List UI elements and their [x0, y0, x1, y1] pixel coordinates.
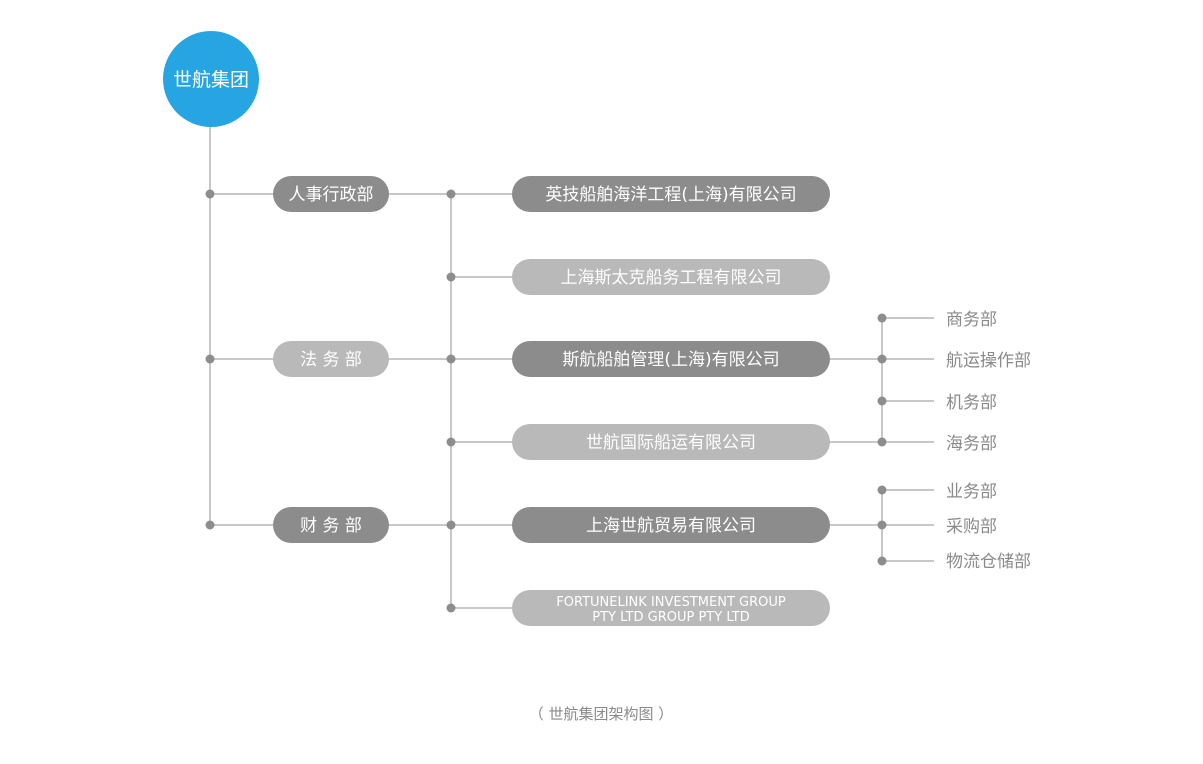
company-pill	[512, 176, 830, 212]
department-label: 法 务 部	[300, 350, 362, 370]
company-node-fortune: FORTUNELINK INVESTMENT GROUP PTY LTD GRO…	[512, 590, 830, 626]
company-label: 上海世航贸易有限公司	[586, 516, 756, 536]
dot	[446, 437, 456, 447]
trade-subdepartments: 业务部 采购部 物流仓储部	[946, 482, 1031, 572]
department-node-legal: 法 务 部	[273, 341, 389, 377]
company-label-line-1: FORTUNELINK INVESTMENT GROUP	[556, 595, 786, 610]
department-node-hr: 人事行政部	[273, 176, 389, 212]
company-node-stk: 上海斯太克船务工程有限公司	[512, 259, 830, 295]
sihang-subdepartments: 商务部 航运操作部 机务部 海务部	[946, 310, 1031, 454]
department-node-finance: 财 务 部	[273, 507, 389, 543]
dot	[205, 520, 215, 530]
department-pill	[273, 341, 389, 377]
company-pill	[512, 341, 830, 377]
dot	[877, 556, 887, 566]
dot	[877, 437, 887, 447]
dot	[877, 313, 887, 323]
root-node: 世航集团	[163, 31, 259, 127]
root-label: 世航集团	[173, 69, 249, 91]
company-pill	[512, 424, 830, 460]
company-node-trade: 上海世航贸易有限公司	[512, 507, 830, 543]
subdepartment-label: 海务部	[946, 434, 997, 454]
junction-dots	[205, 189, 887, 613]
dot	[877, 485, 887, 495]
company-pill	[512, 507, 830, 543]
company-pill	[512, 259, 830, 295]
subdepartment-label: 商务部	[946, 310, 997, 330]
dot	[205, 189, 215, 199]
subdepartment-label: 业务部	[946, 482, 997, 502]
dot	[446, 354, 456, 364]
subdepartment-label: 物流仓储部	[946, 552, 1031, 572]
dot	[446, 272, 456, 282]
dot	[446, 189, 456, 199]
company-label: 世航国际船运有限公司	[586, 433, 756, 453]
department-pill	[273, 176, 389, 212]
company-label: 斯航船舶管理(上海)有限公司	[562, 350, 779, 370]
dot	[446, 520, 456, 530]
subdepartment-label: 采购部	[946, 517, 997, 537]
connector-lines	[209, 126, 934, 609]
dot	[877, 354, 887, 364]
department-label: 人事行政部	[289, 185, 374, 205]
company-node-shguoji: 世航国际船运有限公司	[512, 424, 830, 460]
company-label: 英技船舶海洋工程(上海)有限公司	[545, 185, 796, 205]
department-pill	[273, 507, 389, 543]
root-circle	[163, 31, 259, 127]
dot	[877, 520, 887, 530]
dot	[205, 354, 215, 364]
company-pill	[512, 590, 830, 626]
company-label-line-2: PTY LTD GROUP PTY LTD	[592, 610, 749, 625]
dot	[877, 396, 887, 406]
department-label: 财 务 部	[300, 516, 362, 536]
subdepartment-label: 机务部	[946, 393, 997, 413]
company-node-yingji: 英技船舶海洋工程(上海)有限公司	[512, 176, 830, 212]
company-label: 上海斯太克船务工程有限公司	[561, 268, 782, 288]
subdepartment-label: 航运操作部	[946, 351, 1031, 371]
diagram-caption: （ 世航集团架构图 ）	[529, 705, 674, 723]
dot	[446, 603, 456, 613]
company-node-sihang: 斯航船舶管理(上海)有限公司	[512, 341, 830, 377]
